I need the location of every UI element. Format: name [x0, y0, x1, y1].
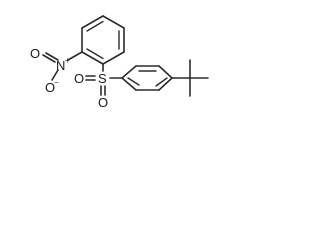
sulfonyl-oxygen-bottom: O [98, 95, 108, 110]
tert-butyl-group [171, 59, 209, 97]
nitro-nitrogen-charge: + [65, 56, 70, 65]
nitro-oxygen-bottom: O [45, 80, 55, 95]
nitro-group: O N + O − [30, 46, 83, 95]
sulfonyl-group: O S O [74, 63, 123, 110]
structure-diagram: O N + O − O S O [30, 15, 209, 110]
nitro-oxygen-charge: − [54, 78, 59, 87]
sulfonyl-oxygen-left: O [74, 71, 84, 86]
nitro-oxygen-left: O [30, 46, 40, 61]
nitro-nitrogen: N [56, 58, 65, 73]
sulfur-atom: S [98, 71, 107, 86]
nitrophenyl-ring [81, 15, 125, 65]
tert-butylphenyl-ring [121, 65, 173, 91]
